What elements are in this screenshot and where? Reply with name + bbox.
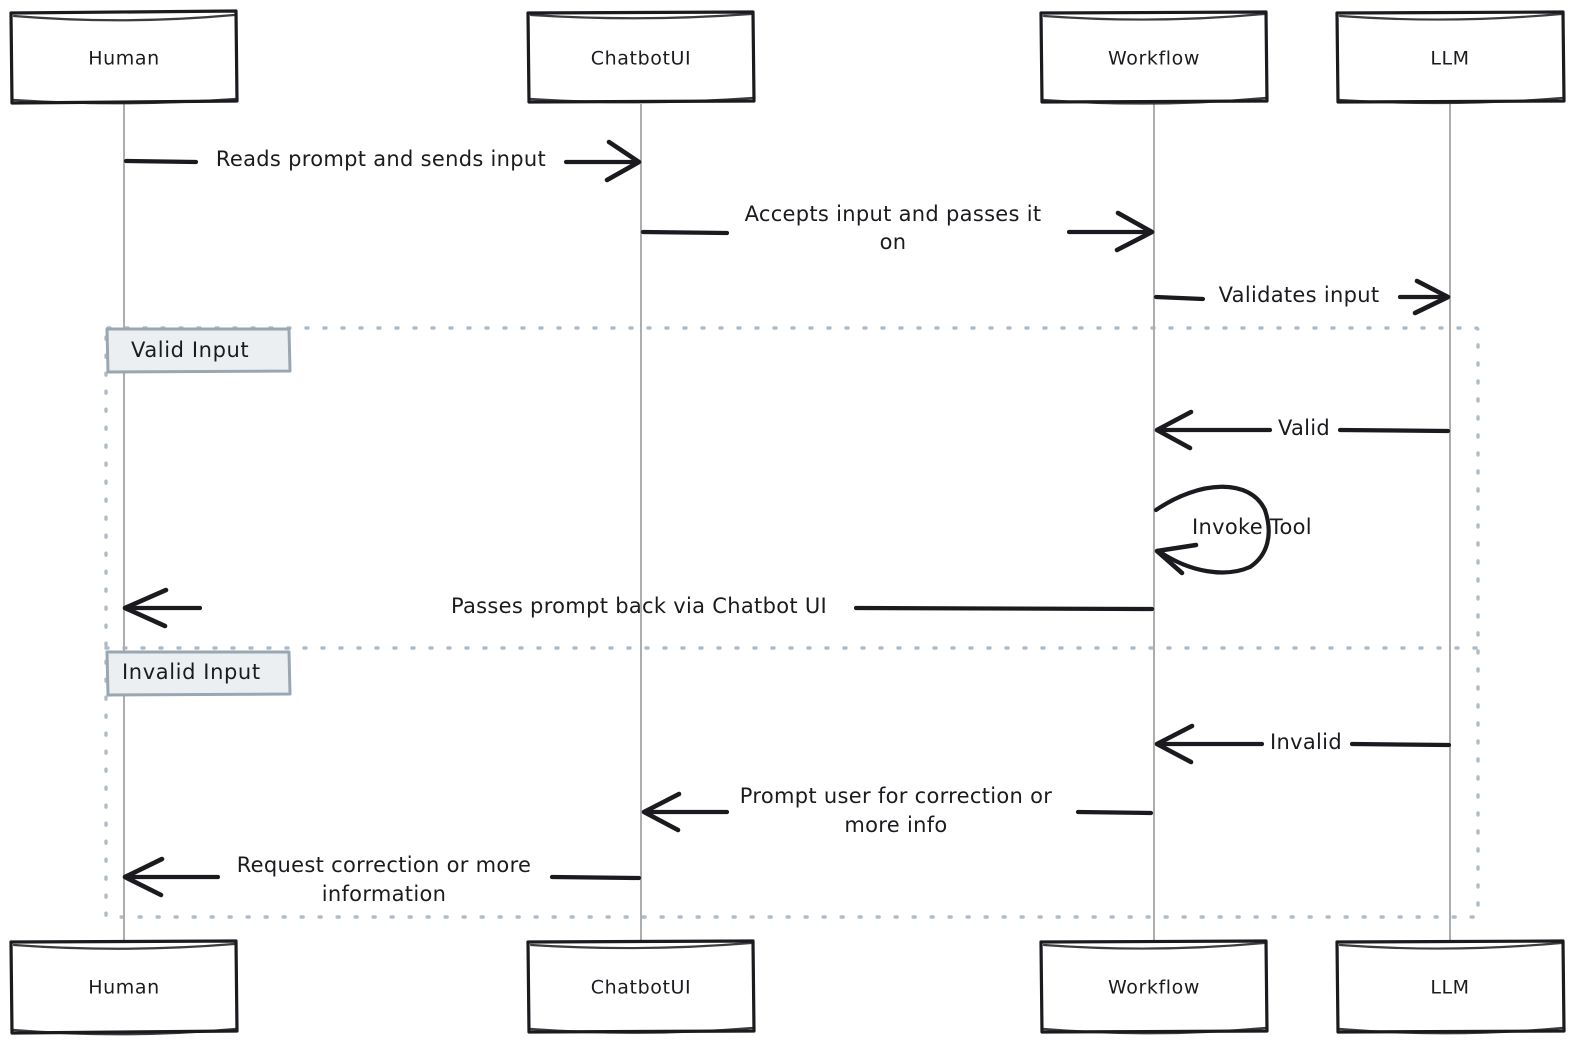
fragment-tag-invalid-input-box	[105, 650, 292, 697]
actor-boxes-top: Human ChatbotUI Workflow LLM	[9, 9, 1566, 105]
actor-box-bottom-chatbotui[interactable]: ChatbotUI	[526, 939, 756, 1034]
message-request-correction-or-more-information[interactable]: Request correction or more information	[122, 853, 642, 906]
message-invoke-tool[interactable]: Invoke Tool	[1153, 484, 1312, 576]
fragment-tag-valid-input-label: Valid Input	[131, 338, 249, 362]
actor-boxes-bottom: Human ChatbotUI Workflow LLM	[9, 939, 1566, 1036]
message-passes-prompt-back-via-chatbot-ui[interactable]: Passes prompt back via Chatbot UI	[122, 587, 1155, 629]
message-label-m6: Passes prompt back via Chatbot UI	[451, 594, 827, 618]
message-label-m2-line1: Accepts input and passes it	[745, 202, 1042, 226]
actor-box-bottom-human[interactable]: Human	[9, 939, 239, 1036]
actor-label-chatbotui: ChatbotUI	[591, 48, 691, 70]
fragment-tag-invalid-input-label: Invalid Input	[122, 660, 261, 684]
fragment-section-invalid-input[interactable]: Invalid Input	[105, 650, 292, 697]
actor-label-bottom-llm: LLM	[1430, 977, 1469, 999]
actor-box-human[interactable]: Human	[9, 9, 239, 105]
message-label-m3: Validates input	[1219, 283, 1380, 307]
message-prompt-user-for-correction[interactable]: Prompt user for correction or more info	[641, 784, 1154, 837]
message-label-m5: Invoke Tool	[1192, 515, 1312, 539]
actor-label-workflow: Workflow	[1108, 48, 1200, 70]
actor-box-chatbotui[interactable]: ChatbotUI	[526, 10, 756, 104]
fragment-tag-valid-input-box	[105, 327, 292, 374]
actor-label-bottom-human: Human	[88, 977, 160, 999]
message-label-m8-line1: Prompt user for correction or	[740, 784, 1052, 808]
actor-box-bottom-llm[interactable]: LLM	[1335, 939, 1566, 1035]
actor-label-bottom-workflow: Workflow	[1108, 977, 1200, 999]
lifelines	[123, 104, 1451, 940]
message-invalid[interactable]: Invalid	[1154, 723, 1452, 765]
actor-box-workflow[interactable]: Workflow	[1039, 10, 1269, 105]
message-label-m9-line2: information	[322, 882, 447, 906]
message-label-m2-line2: on	[880, 230, 907, 254]
message-reads-prompt-and-sends-input[interactable]: Reads prompt and sends input	[123, 139, 642, 183]
fragment-boundary	[104, 326, 1480, 919]
message-valid[interactable]: Valid	[1154, 409, 1451, 451]
message-label-m1: Reads prompt and sends input	[216, 147, 546, 171]
actor-label-llm: LLM	[1430, 48, 1469, 70]
message-accepts-input-and-passes-it-on[interactable]: Accepts input and passes it on	[640, 202, 1155, 254]
actor-label-bottom-chatbotui: ChatbotUI	[591, 977, 691, 999]
message-validates-input[interactable]: Validates input	[1153, 278, 1451, 316]
alt-fragment	[104, 326, 1480, 919]
actor-box-llm[interactable]: LLM	[1335, 10, 1566, 105]
message-label-m7: Invalid	[1270, 730, 1342, 754]
fragment-section-valid-input[interactable]: Valid Input	[105, 327, 292, 374]
actor-label-human: Human	[88, 48, 160, 70]
message-label-m9-line1: Request correction or more	[237, 853, 532, 877]
message-label-m8-line2: more info	[844, 813, 947, 837]
message-label-m4: Valid	[1278, 416, 1330, 440]
actor-box-bottom-workflow[interactable]: Workflow	[1039, 939, 1269, 1035]
